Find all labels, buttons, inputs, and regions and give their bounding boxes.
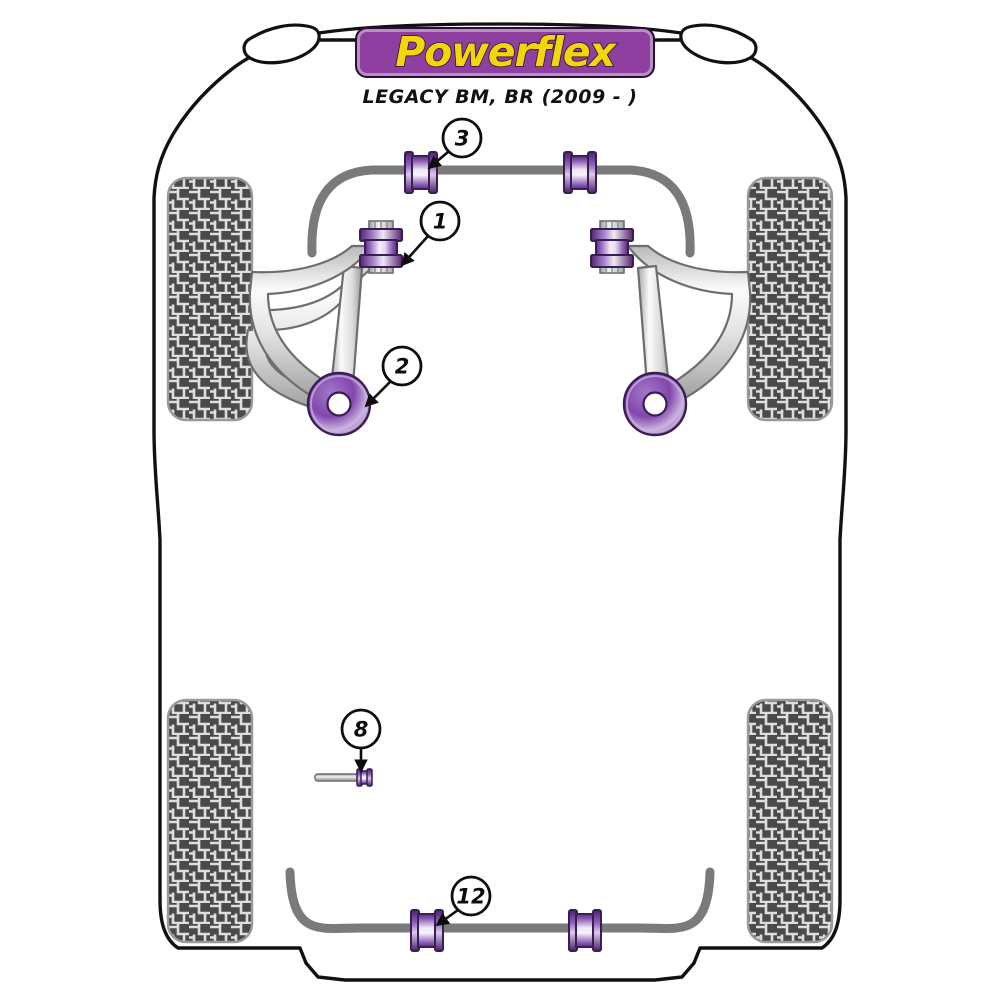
callout-arrow-12: [435, 908, 459, 927]
callout-1[interactable]: 1: [400, 200, 461, 267]
callout-arrow-1: [400, 235, 429, 267]
model-title: LEGACY BM, BR (2009 - ): [362, 86, 638, 108]
callout-3[interactable]: 3: [427, 117, 483, 170]
callout-12[interactable]: 12: [435, 875, 492, 927]
diff-mount-assembly-8: [314, 768, 373, 787]
callout-label-1: 1: [433, 210, 448, 234]
callout-label-2: 2: [395, 355, 410, 379]
callout-circle-12[interactable]: [450, 875, 492, 917]
callout-circle-8[interactable]: [340, 708, 382, 750]
bush-12-right: [568, 909, 602, 952]
rear-anti-roll-bar: [285, 867, 715, 934]
callout-8[interactable]: 8: [340, 708, 382, 774]
bush-1-left: [359, 220, 403, 274]
front-right-tire: [746, 176, 834, 422]
callout-arrow-3: [427, 151, 449, 170]
bush-3-right: [563, 151, 597, 194]
bush-2-left: [306, 371, 372, 437]
bush-12-left: [410, 909, 444, 952]
callout-2[interactable]: 2: [364, 345, 423, 408]
bush-1-right: [590, 220, 634, 274]
rear-right-tire: [746, 698, 834, 944]
front-anti-roll-bar: [307, 165, 695, 258]
bush-2-right: [622, 371, 688, 437]
powerflex-logo: Powerflex: [355, 27, 655, 78]
logo-wordmark: Powerflex: [394, 27, 616, 77]
diff-mount-rod: [314, 773, 361, 782]
front-left-wishbone: [245, 244, 386, 416]
tires: [166, 176, 834, 944]
callout-label-3: 3: [455, 127, 470, 151]
left-wing-mirror: [242, 23, 321, 65]
callout-label-8: 8: [354, 718, 369, 742]
front-left-tire: [166, 176, 254, 422]
rear-left-tire: [166, 698, 254, 944]
body-silhouette: [152, 38, 848, 982]
logo-plate: [355, 27, 655, 78]
nose-seam: [282, 22, 718, 42]
callout-circle-2[interactable]: [381, 345, 423, 387]
bush-3-left: [404, 151, 438, 194]
right-wing-mirror: [679, 23, 758, 65]
callout-circle-1[interactable]: [419, 200, 461, 242]
callout-arrow-2: [364, 380, 392, 408]
callout-circle-3[interactable]: [441, 117, 483, 159]
callout-label-12: 12: [456, 885, 485, 909]
